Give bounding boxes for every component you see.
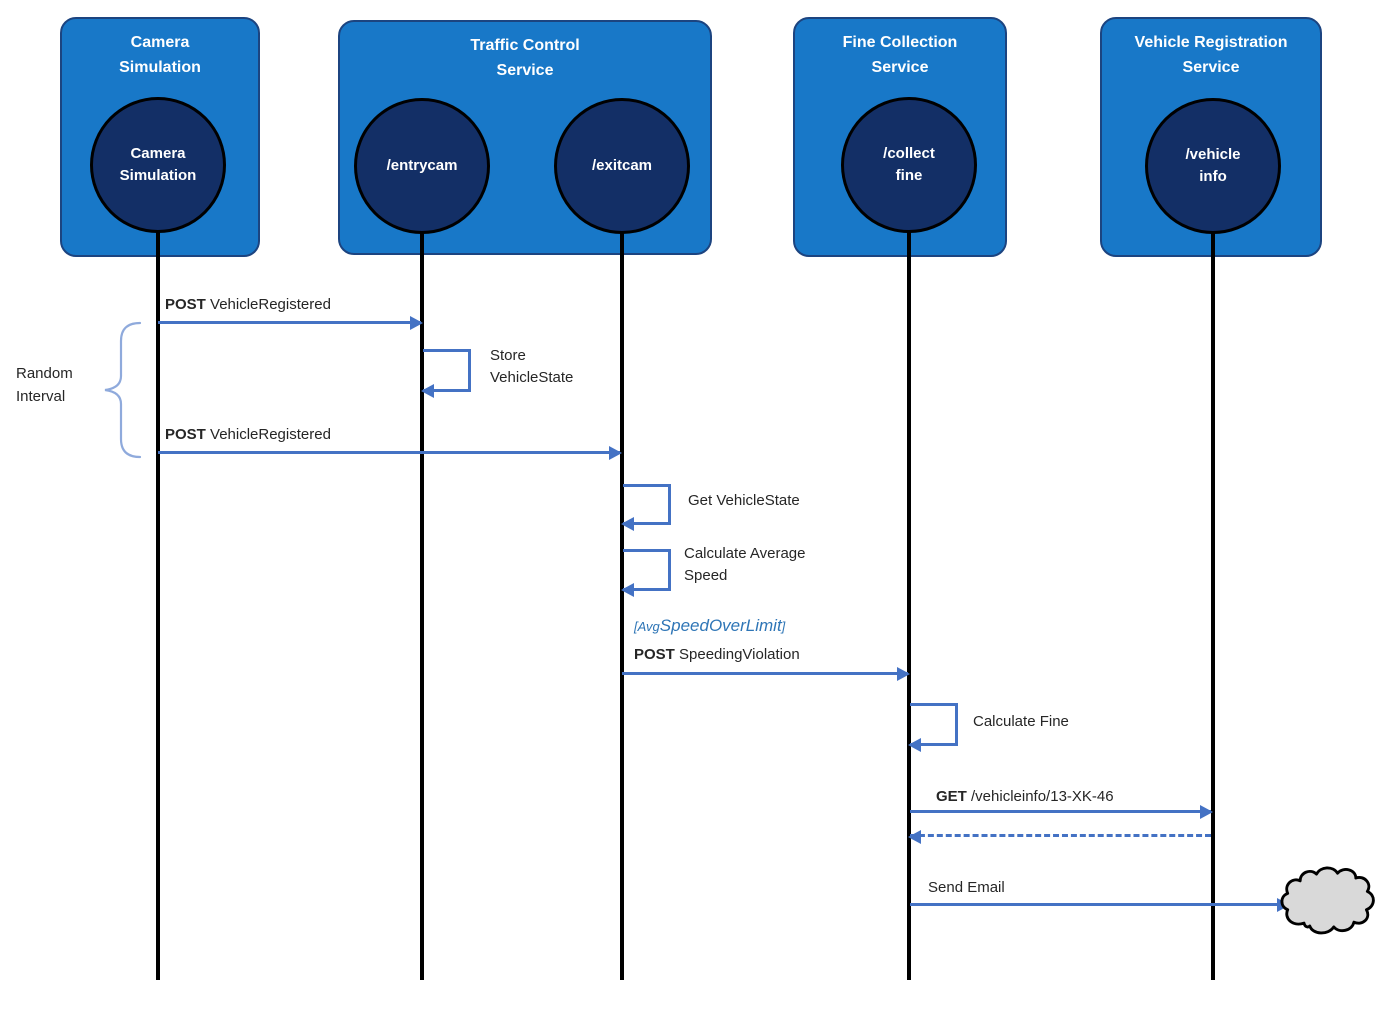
selfcall-calculate-average-speed xyxy=(621,549,671,597)
actor-title-camera-simulation: Camera Simulation xyxy=(62,30,258,80)
message-label-calculate-average-speed: Calculate Average Speed xyxy=(684,543,805,587)
message-text: /vehicleinfo/13-XK-46 xyxy=(971,788,1114,805)
endpoint-circle-vehicleinfo: /vehicle info xyxy=(1145,98,1281,234)
guard-text: SpeedOverLimit xyxy=(659,616,782,635)
guard-open: [Avg xyxy=(634,619,660,634)
endpoint-label-line: Camera xyxy=(130,145,186,162)
lifeline-collectfine xyxy=(907,231,911,980)
message-text: VehicleState xyxy=(490,369,574,386)
selfcall-get-vehicle-state xyxy=(621,484,671,531)
message-text: Speed xyxy=(684,567,728,584)
lifeline-vehicleinfo xyxy=(1211,232,1215,980)
message-text: Calculate Average xyxy=(684,545,806,562)
http-method: POST xyxy=(165,426,206,443)
actor-title-line: Vehicle Registration xyxy=(1134,34,1288,51)
endpoint-circle-camera-simulation: Camera Simulation xyxy=(90,97,226,233)
actor-title-line: Service xyxy=(1182,59,1240,76)
actor-title-line: Traffic Control xyxy=(470,37,580,54)
endpoint-label-line: Simulation xyxy=(119,167,197,184)
annotation-line: Random xyxy=(16,365,73,382)
actor-title-line: Service xyxy=(871,59,929,76)
arrowhead-icon xyxy=(621,516,634,531)
arrowhead-icon xyxy=(609,445,622,460)
annotation-line: Interval xyxy=(16,388,66,405)
message-arrow-send-email xyxy=(910,897,1290,912)
lifeline-entrycam xyxy=(420,232,424,980)
endpoint-label-line: /collect xyxy=(883,145,935,162)
arrowhead-icon xyxy=(908,830,921,844)
message-text: Store xyxy=(490,347,526,364)
endpoint-circle-entrycam: /entrycam xyxy=(354,98,490,234)
arrowhead-icon xyxy=(421,383,434,398)
endpoint-circle-exitcam: /exitcam xyxy=(554,98,690,234)
http-method: GET xyxy=(936,788,967,805)
http-method: POST xyxy=(165,296,206,313)
endpoint-label-line: info xyxy=(1199,168,1227,185)
arrowhead-icon xyxy=(897,666,910,681)
endpoint-label-line: /vehicle xyxy=(1185,146,1241,163)
lifeline-exitcam xyxy=(620,232,624,980)
message-arrow-post-vehicle-registered-1 xyxy=(158,315,423,330)
guard-condition-avg-speed-over-limit: [AvgSpeedOverLimit] xyxy=(634,615,785,638)
lifeline-camera-simulation xyxy=(156,231,160,980)
actor-title-line: Fine Collection xyxy=(842,34,958,51)
arrowhead-icon xyxy=(1200,804,1213,819)
actor-title-fine-collection-service: Fine Collection Service xyxy=(795,30,1005,80)
arrowhead-icon xyxy=(621,582,634,597)
actor-title-vehicle-registration-service: Vehicle Registration Service xyxy=(1102,30,1320,80)
guard-close: ] xyxy=(781,619,786,634)
message-label-post-speeding-violation: POST SpeedingViolation xyxy=(634,644,800,666)
message-text: SpeedingViolation xyxy=(679,646,800,663)
selfcall-calculate-fine xyxy=(908,703,958,752)
message-arrow-vehicle-info-response xyxy=(908,830,1211,844)
actor-title-traffic-control-service: Traffic Control Service xyxy=(340,33,710,83)
selfcall-store-vehicle-state xyxy=(421,349,471,398)
cloud-icon xyxy=(1280,866,1375,935)
endpoint-label-line: fine xyxy=(895,167,923,184)
message-arrow-post-speeding-violation xyxy=(622,666,910,681)
message-text: Calculate Fine xyxy=(973,713,1069,730)
endpoint-circle-collectfine: /collect fine xyxy=(841,97,977,233)
message-arrow-post-vehicle-registered-2 xyxy=(158,445,622,460)
message-text: Send Email xyxy=(928,879,1005,896)
actor-title-line: Camera xyxy=(130,34,190,51)
endpoint-label-line: /exitcam xyxy=(591,157,653,174)
message-label-send-email: Send Email xyxy=(928,877,1005,899)
message-label-get-vehicle-info: GET /vehicleinfo/13-XK-46 xyxy=(936,786,1114,808)
arrowhead-icon xyxy=(908,737,921,752)
message-text: Get VehicleState xyxy=(688,492,800,509)
message-label-store-vehicle-state: Store VehicleState xyxy=(490,345,573,389)
message-label-calculate-fine: Calculate Fine xyxy=(973,711,1069,733)
actor-title-line: Service xyxy=(496,62,554,79)
message-text: VehicleRegistered xyxy=(210,426,331,443)
message-label-get-vehicle-state: Get VehicleState xyxy=(688,490,800,512)
http-method: POST xyxy=(634,646,675,663)
message-arrow-get-vehicle-info xyxy=(910,804,1213,819)
annotation-random-interval: Random Interval xyxy=(16,362,73,408)
message-text: VehicleRegistered xyxy=(210,296,331,313)
actor-title-line: Simulation xyxy=(119,59,201,76)
message-label-post-vehicle-registered-2: POST VehicleRegistered xyxy=(165,424,331,446)
arrowhead-icon xyxy=(410,315,423,330)
curly-brace-icon xyxy=(104,321,142,459)
endpoint-label-line: /entrycam xyxy=(386,157,458,174)
message-label-post-vehicle-registered-1: POST VehicleRegistered xyxy=(165,294,331,316)
